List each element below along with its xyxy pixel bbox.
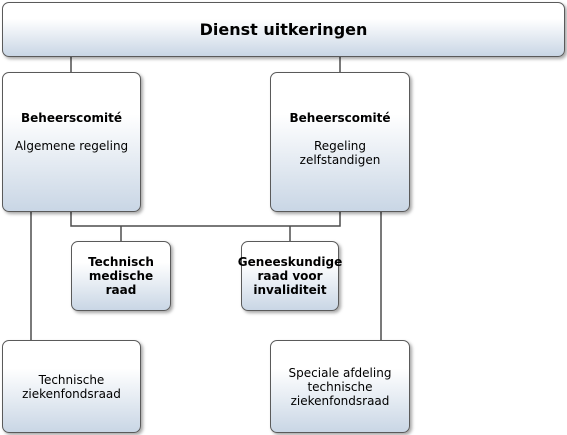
sick-fund-council-box: Technische ziekenfondsraad (2, 340, 141, 433)
dienst-uitkeringen-box: Dienst uitkeringen (2, 2, 565, 57)
committee-general-subtitle: Algemene regeling (14, 139, 129, 153)
committee-self-employed-subtitle: Regeling zelfstandigen (299, 139, 381, 167)
medical-council-box: Technisch medische raad (71, 241, 171, 311)
disability-council-label: Geneeskundige raad voor invaliditeit (237, 255, 343, 297)
special-department-label: Speciale afdeling technische ziekenfonds… (288, 365, 392, 408)
committee-self-employed-heading: Beheerscomité (289, 111, 391, 125)
committee-general-box: Beheerscomité Algemene regeling (2, 72, 141, 212)
medical-council-label: Technisch medische raad (88, 255, 154, 297)
committee-general-heading: Beheerscomité (20, 111, 122, 125)
connector-committees-bus (70, 212, 341, 227)
sick-fund-council-label: Technische ziekenfondsraad (22, 372, 121, 401)
special-department-box: Speciale afdeling technische ziekenfonds… (270, 340, 410, 433)
committee-self-employed-box: Beheerscomité Regeling zelfstandigen (270, 72, 410, 212)
dienst-uitkeringen-title: Dienst uitkeringen (199, 20, 368, 39)
disability-council-box: Geneeskundige raad voor invaliditeit (237, 241, 343, 311)
